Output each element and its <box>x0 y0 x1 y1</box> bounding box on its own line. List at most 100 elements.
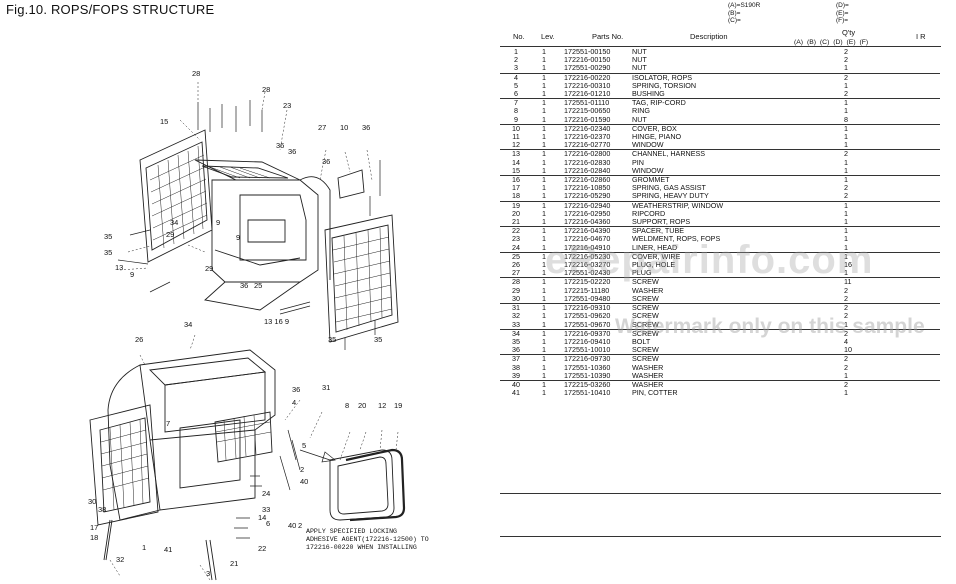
description-cell: WEATHERSTRIP, WINDOW <box>628 200 802 210</box>
box-cover <box>337 169 365 199</box>
parts-number-cell: 172216-05230 <box>556 251 628 262</box>
quantity-cell: 11 <box>802 277 940 287</box>
header-parts-no: Parts No. <box>592 32 624 41</box>
parts-number-cell: 172216-02340 <box>556 123 628 134</box>
svg-text:8: 8 <box>345 401 349 410</box>
description-cell: SCREW <box>632 319 659 329</box>
description-cell: SPRING, TORSION <box>632 80 697 90</box>
svg-text:5: 5 <box>302 441 306 450</box>
quantity-cell: 2 <box>844 191 848 201</box>
svg-text:2: 2 <box>298 521 302 530</box>
quantity-cell: 1 <box>844 208 848 218</box>
quantity-cell: 10 <box>844 345 852 355</box>
parts-number-cell: 172216-09730 <box>556 354 628 364</box>
level-cell: 1 <box>542 132 546 142</box>
svg-text:34: 34 <box>170 218 178 227</box>
upper-right-window-panel <box>324 214 399 343</box>
level-cell: 1 <box>542 345 546 355</box>
description-cell: PLUG, HOLE <box>632 260 676 270</box>
quantity-cell: 2 <box>802 72 940 82</box>
part-no-cell: 40 <box>500 379 532 390</box>
parts-number-cell: 172216-09370 <box>556 328 628 338</box>
level-cell: 1 <box>542 362 546 372</box>
level-cell: 1 <box>532 200 556 210</box>
part-no-cell: 11 <box>512 132 520 142</box>
svg-text:19: 19 <box>394 401 402 410</box>
level-cell: 1 <box>542 114 546 124</box>
header-description: Description <box>690 32 728 41</box>
table-end-rule <box>500 493 941 494</box>
parts-number-cell: 172551-00290 <box>564 63 611 73</box>
svg-text:22: 22 <box>258 544 266 553</box>
svg-text:18: 18 <box>90 533 98 542</box>
parts-number-cell: 172216-04360 <box>564 217 611 227</box>
svg-text:9: 9 <box>216 218 220 227</box>
quantity-cell: 1 <box>844 140 848 150</box>
part-no-cell: 33 <box>512 319 520 329</box>
lower-left-window-panel <box>89 404 159 526</box>
quantity-cell: 1 <box>802 123 940 134</box>
quantity-cell: 1 <box>844 370 848 380</box>
description-cell: SUPPORT, ROPS <box>632 217 691 227</box>
svg-text:25: 25 <box>254 281 262 290</box>
description-cell: HINGE, PIANO <box>632 132 682 142</box>
description-cell: NUT <box>632 114 647 124</box>
part-no-cell: 39 <box>512 370 520 380</box>
svg-text:40: 40 <box>288 521 296 530</box>
part-no-cell: 27 <box>512 268 520 278</box>
quantity-cell: 1 <box>844 157 848 167</box>
level-cell: 1 <box>542 63 546 73</box>
level-cell: 1 <box>532 303 556 313</box>
quantity-cell: 16 <box>844 260 852 270</box>
svg-text:7: 7 <box>166 419 170 428</box>
description-cell: SCREW <box>632 311 659 321</box>
quantity-cell: 2 <box>802 328 940 338</box>
svg-text:27: 27 <box>318 123 326 132</box>
quantity-cell: 1 <box>844 268 848 278</box>
svg-text:10: 10 <box>340 123 348 132</box>
part-no-cell: 38 <box>512 362 520 372</box>
level-cell: 1 <box>532 277 556 287</box>
part-no-cell: 10 <box>500 123 532 134</box>
part-no-cell: 41 <box>512 388 520 398</box>
quantity-cell: 2 <box>844 89 848 99</box>
parts-number-cell: 172216-02770 <box>564 140 611 150</box>
level-cell: 1 <box>542 106 546 116</box>
model-c: (C)= <box>728 17 741 25</box>
description-cell: TAG, RIP-CORD <box>628 98 802 108</box>
quantity-cell: 2 <box>802 149 940 159</box>
quantity-cell: 1 <box>844 132 848 142</box>
header-ir: I R <box>916 32 926 41</box>
figure-title: Fig.10. ROPS/FOPS STRUCTURE <box>6 2 215 17</box>
parts-number-cell: 172551-10410 <box>564 388 611 398</box>
svg-text:35: 35 <box>374 335 382 344</box>
parts-number-cell: 172216-04670 <box>564 234 611 244</box>
description-cell: RING <box>632 106 650 116</box>
level-cell: 1 <box>542 165 546 175</box>
svg-text:29: 29 <box>205 264 213 273</box>
header-qty: Q'ty <box>842 28 856 37</box>
level-cell: 1 <box>532 123 556 134</box>
level-cell: 1 <box>542 208 546 218</box>
level-cell: 1 <box>542 336 546 346</box>
installation-note: APPLY SPECIFIED LOCKING ADHESIVE AGENT(1… <box>306 528 429 552</box>
parts-number-cell: 172216-02940 <box>556 200 628 210</box>
svg-text:35: 35 <box>328 335 336 344</box>
svg-text:21: 21 <box>230 559 238 568</box>
parts-number-cell: 172216-09310 <box>556 303 628 313</box>
part-no-cell: 6 <box>514 89 518 99</box>
svg-text:33: 33 <box>262 505 270 514</box>
parts-number-cell: 172216-02800 <box>556 149 628 159</box>
description-cell: RIPCORD <box>632 208 666 218</box>
